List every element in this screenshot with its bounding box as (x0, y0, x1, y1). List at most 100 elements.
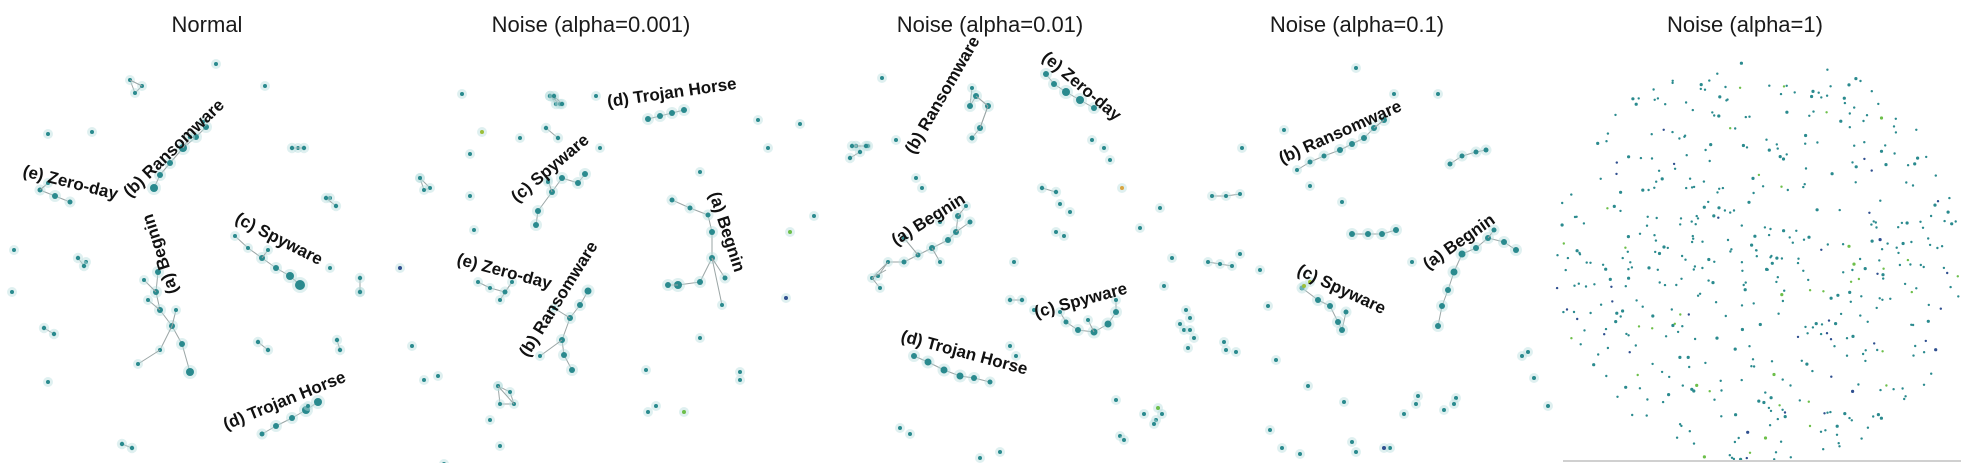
graph-node (1835, 424, 1839, 428)
graph-node (1593, 283, 1596, 286)
graph-node (1138, 226, 1142, 230)
graph-node (488, 418, 492, 422)
graph-node (1785, 84, 1788, 88)
graph-node (150, 184, 158, 192)
graph-edge (539, 339, 563, 357)
graph-node (1814, 322, 1818, 326)
panel-title-noise-001: Noise (alpha=0.01) (897, 12, 1084, 37)
graph-node (1753, 234, 1757, 238)
graph-node (1626, 235, 1630, 239)
graph-node (179, 341, 185, 347)
graph-node (1881, 298, 1884, 301)
graph-node (1585, 261, 1588, 264)
graph-node (1758, 322, 1762, 327)
graph-node (1782, 229, 1786, 233)
graph-node (480, 130, 484, 134)
graph-node (488, 286, 492, 290)
graph-node (1845, 354, 1849, 357)
graph-node (1354, 66, 1358, 70)
graph-node (1879, 149, 1884, 153)
graph-node (289, 415, 295, 421)
graph-node (1836, 293, 1840, 297)
graph-node (1819, 332, 1823, 336)
graph-node (1651, 314, 1655, 318)
graph-node (1624, 285, 1628, 288)
graph-node (1946, 271, 1949, 275)
graph-node (1339, 327, 1345, 333)
graph-node (1589, 311, 1592, 315)
graph-node (273, 423, 279, 429)
graph-node (1906, 258, 1910, 262)
graph-node (1416, 394, 1420, 398)
graph-node (1732, 457, 1736, 461)
graph-node (1824, 429, 1827, 432)
graph-node (1693, 337, 1697, 341)
graph-node (1627, 268, 1630, 271)
graph-node (1349, 231, 1355, 237)
graph-node (357, 275, 363, 281)
graph-node (598, 146, 602, 150)
graph-node (1734, 413, 1738, 417)
graph-node (1704, 361, 1707, 365)
graph-node (1188, 328, 1192, 332)
graph-node (1577, 282, 1581, 285)
graph-node (1849, 300, 1853, 303)
graph-node (1870, 223, 1873, 226)
graph-node (577, 302, 583, 308)
graph-node (1170, 256, 1174, 260)
graph-node (1473, 245, 1479, 251)
graph-node (1878, 297, 1881, 300)
graph-node (1062, 234, 1066, 238)
graph-node (1678, 423, 1682, 426)
graph-node (1307, 159, 1313, 165)
graph-node (1726, 238, 1730, 242)
graph-node (1578, 251, 1581, 255)
graph-node (1816, 141, 1819, 144)
graph-node (1893, 152, 1896, 155)
graph-node (1656, 268, 1660, 271)
graph-node (1765, 138, 1768, 141)
graph-node (1811, 89, 1815, 93)
graph-edge (489, 287, 506, 293)
graph-node (1930, 372, 1933, 375)
graph-edge (711, 257, 726, 279)
graph-node (998, 450, 1002, 454)
graph-node (1717, 114, 1721, 118)
graph-node (1848, 416, 1851, 420)
graph-node (259, 431, 265, 437)
graph-node (920, 186, 924, 190)
graph-node (1458, 250, 1466, 258)
graph-node (1708, 390, 1711, 393)
graph-node (1916, 156, 1920, 160)
graph-node (1791, 241, 1795, 244)
graph-node (428, 186, 432, 190)
graph-node (1812, 110, 1815, 113)
graph-node (203, 124, 209, 130)
graph-edge (955, 221, 971, 233)
graph-node (1863, 157, 1866, 161)
graph-node (1894, 131, 1898, 134)
graph-edge (509, 391, 515, 405)
graph-node (1266, 304, 1270, 308)
graph-node (1630, 266, 1634, 269)
graph-node (1853, 106, 1856, 109)
graph-edge (975, 95, 989, 107)
graph-node (1224, 194, 1228, 198)
graph-node (314, 398, 322, 406)
graph-node (1188, 316, 1192, 320)
graph-node (1857, 277, 1861, 281)
graph-node (46, 181, 50, 185)
graph-node (1775, 256, 1779, 260)
graph-node (880, 76, 884, 80)
graph-node (1282, 128, 1286, 132)
graph-node (1615, 172, 1618, 176)
graph-node (1946, 210, 1950, 214)
graph-edge (129, 79, 136, 94)
graph-node (1501, 239, 1507, 245)
graph-node (1751, 358, 1755, 361)
graph-node (12, 248, 16, 252)
graph-node (1892, 125, 1896, 128)
graph-node (645, 116, 651, 122)
graph-edge (234, 235, 249, 249)
graph-node (1716, 191, 1719, 194)
